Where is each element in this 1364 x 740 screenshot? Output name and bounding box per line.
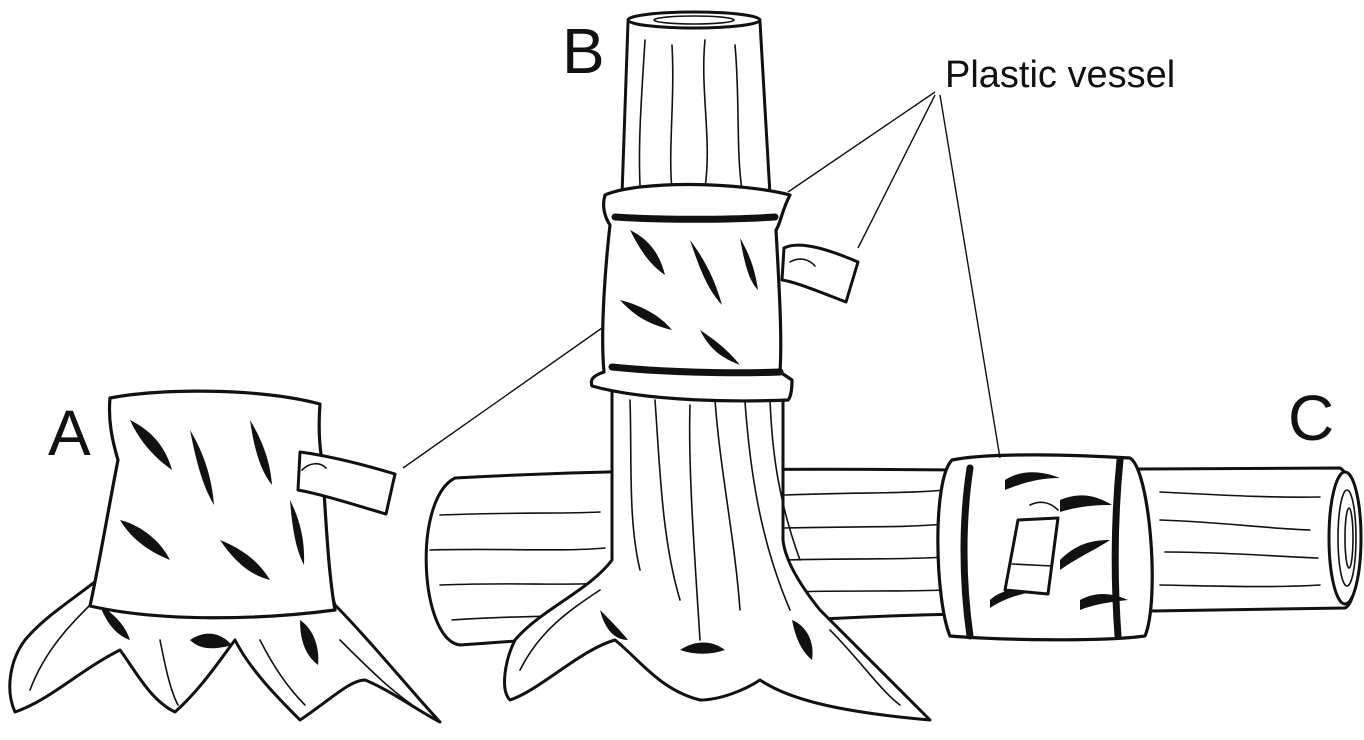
leader-to-bag-b xyxy=(788,92,935,192)
label-c: C xyxy=(1288,382,1334,454)
bag-b-band-top xyxy=(615,217,775,219)
bag-a-wrap xyxy=(90,391,335,618)
bag-b xyxy=(591,184,858,400)
vessel-b xyxy=(782,245,858,302)
bag-c xyxy=(938,455,1152,640)
leader-to-vessel-c xyxy=(940,95,1000,458)
label-b: B xyxy=(562,15,605,87)
bag-a xyxy=(90,391,395,618)
label-plastic-vessel: Plastic vessel xyxy=(945,54,1175,96)
label-a: A xyxy=(48,397,91,469)
leader-to-vessel-a xyxy=(403,328,602,468)
